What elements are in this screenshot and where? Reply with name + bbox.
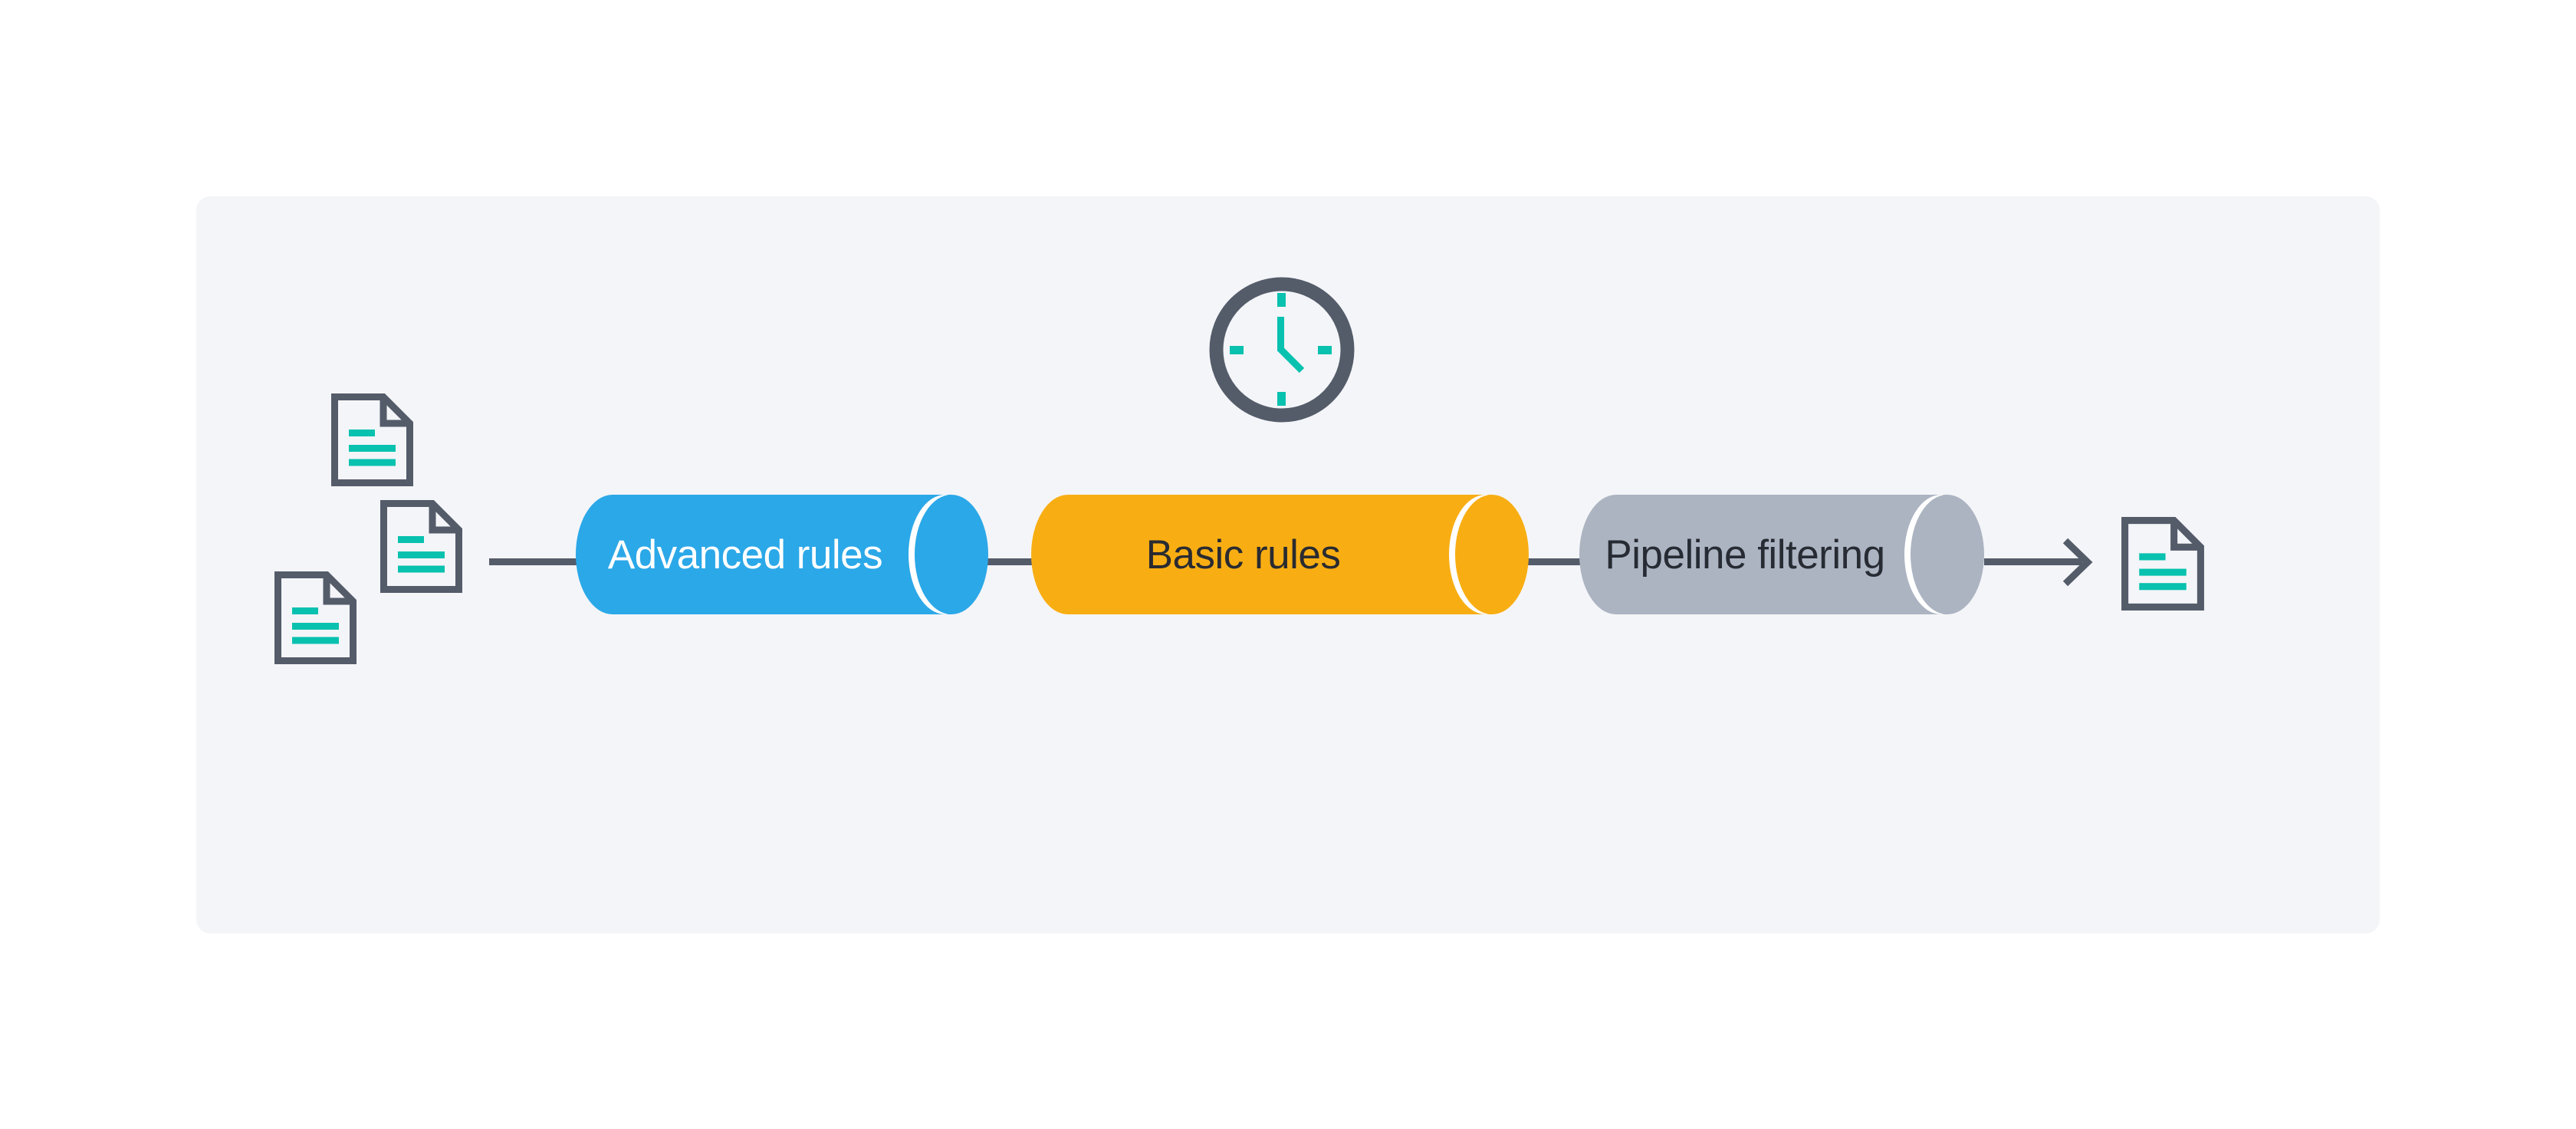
clock-icon bbox=[1209, 277, 1355, 423]
connector-input-line bbox=[489, 558, 586, 565]
cylinder-cap bbox=[1911, 495, 1984, 614]
input-document-icon bbox=[380, 500, 462, 593]
stage-pipeline-filtering: Pipeline filtering bbox=[1579, 495, 1984, 614]
diagram-panel: Advanced rules Basic rules Pipeline filt… bbox=[196, 196, 2380, 933]
stage-label: Advanced rules bbox=[607, 532, 883, 578]
connector-stage1-stage2 bbox=[985, 558, 1034, 565]
connector-stage2-stage3 bbox=[1526, 558, 1582, 565]
clock-hour-hand bbox=[1277, 346, 1305, 374]
cylinder-cap bbox=[915, 495, 988, 614]
clock-minute-hand bbox=[1277, 317, 1284, 351]
stage-advanced-rules: Advanced rules bbox=[576, 495, 988, 614]
stage-basic-rules: Basic rules bbox=[1031, 495, 1529, 614]
connector-output-line bbox=[1984, 558, 2082, 565]
cylinder-body bbox=[576, 495, 951, 614]
input-document-icon bbox=[331, 393, 413, 486]
flow-arrow-head-icon bbox=[2062, 538, 2093, 587]
stage-label: Basic rules bbox=[1145, 532, 1341, 578]
cylinder-cap bbox=[1455, 495, 1529, 614]
cylinder-body bbox=[1031, 495, 1492, 614]
input-document-icon bbox=[274, 571, 356, 664]
output-document-icon bbox=[2121, 517, 2204, 611]
cylinder-body bbox=[1579, 495, 1947, 614]
stage-label: Pipeline filtering bbox=[1605, 532, 1885, 578]
